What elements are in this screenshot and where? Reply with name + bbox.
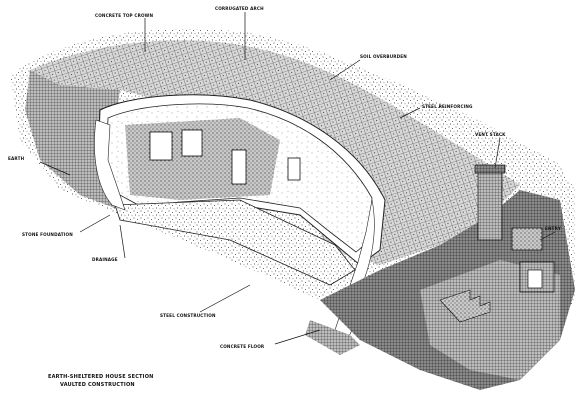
earth-face-left bbox=[25, 70, 120, 210]
stairs bbox=[439, 289, 491, 323]
entry-opening bbox=[527, 269, 543, 289]
door-opening bbox=[231, 149, 247, 185]
window-opening-3 bbox=[287, 157, 301, 181]
vent-stack-cap bbox=[474, 164, 506, 174]
entry-block-1 bbox=[511, 227, 543, 251]
label-concrete-floor: CONCRETE FLOOR bbox=[220, 344, 265, 349]
interior-back-wall bbox=[125, 118, 280, 200]
label-upper-right-2: STEEL REINFORCING bbox=[422, 104, 473, 109]
label-steel-construction: STEEL CONSTRUCTION bbox=[160, 313, 216, 318]
caption-line-1: EARTH-SHELTERED HOUSE SECTION bbox=[48, 374, 154, 380]
vent-stack bbox=[477, 169, 503, 241]
foundation-base bbox=[305, 320, 360, 355]
cut-edge bbox=[94, 119, 126, 211]
floor-slab bbox=[114, 199, 356, 286]
leader-lines bbox=[39, 12, 556, 345]
label-earth: EARTH bbox=[8, 156, 25, 161]
label-drainage: DRAINAGE bbox=[92, 257, 118, 262]
label-upper-left: CONCRETE TOP CROWN bbox=[95, 13, 153, 18]
label-top-center: CORRUGATED ARCH bbox=[215, 6, 264, 11]
label-entry: ENTRY bbox=[545, 226, 562, 231]
label-upper-right-1: SOIL OVERBURDEN bbox=[360, 54, 407, 59]
label-stone-foundation: STONE FOUNDATION bbox=[22, 232, 73, 237]
caption-line-2: VAULTED CONSTRUCTION bbox=[60, 382, 135, 388]
window-opening-1 bbox=[149, 131, 173, 161]
window-opening-2 bbox=[181, 129, 203, 157]
label-vent-stack: VENT STACK bbox=[475, 132, 506, 137]
